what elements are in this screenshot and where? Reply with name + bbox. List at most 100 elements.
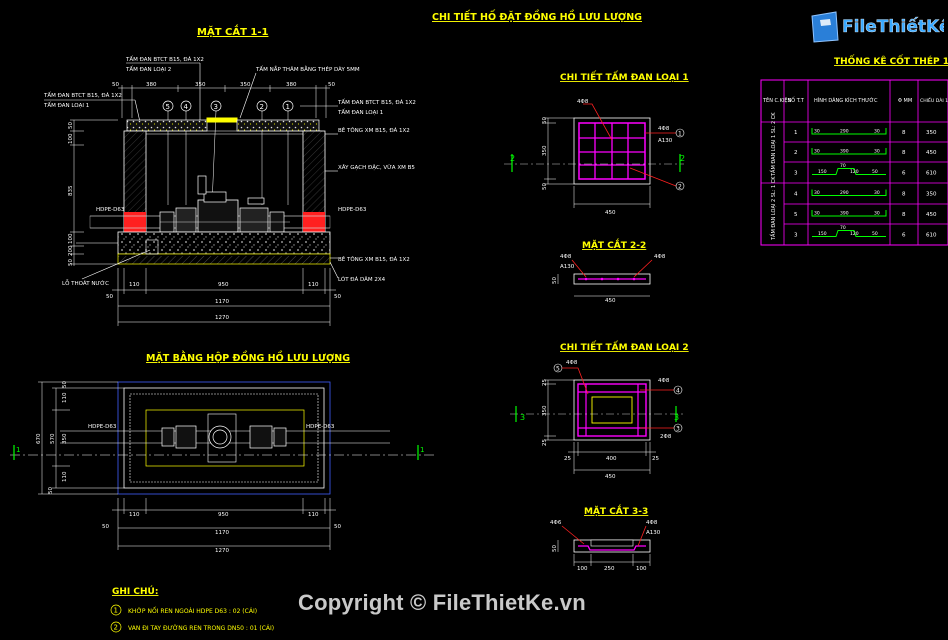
plan-dim-left-2: 110 [62,392,68,403]
row-0-shape-c: 30 [874,129,880,135]
dim-top-2: 350 [195,82,206,88]
th-len: CHIỀU DÀI 1 THANH MM [920,96,948,104]
slab-2-title: CHI TIẾT TẤM ĐAN LOẠI 2 [560,340,689,353]
row-0-no: 1 [794,130,798,136]
row-3-shape-c: 30 [874,190,880,196]
slab-1-detail: CHI TIẾT TẤM ĐAN LOẠI 1 2 2 4Φ8 4Φ8 A130… [504,70,689,216]
plan-cut-mark-left: 1 [16,446,20,454]
plan-dim-left-mid: 570 [50,433,56,444]
slab-1-dim-left-3: 50 [542,183,548,190]
slab-2-dim-left-2: 350 [542,405,548,416]
note-1-text: KHỚP NỐI REN NGOÀI HDPE D63 : 02 (CÁI) [128,607,257,615]
row-1-shape-b: 390 [840,149,849,155]
slab-2-marker-3: 3 [676,426,680,433]
plan-dim-left-3: 350 [62,433,68,444]
plan-dim-left-1: 50 [62,381,68,388]
slab-1-title: CHI TIẾT TẤM ĐAN LOẠI 1 [560,70,689,83]
row-0-shape-line [811,128,887,135]
slab-2-dim-bottom-2: 400 [606,456,617,462]
slab-1-marker-1: 1 [678,131,682,138]
dim-top-left-end: 50 [112,82,119,88]
marker-row: 5 4 3 2 1 [162,100,294,206]
slab-1-cut-left: 2 [510,154,515,163]
row-0-shape-a: 30 [814,129,820,135]
row-2-shape-c: 120 [850,169,859,175]
row-3-shape-a: 30 [814,190,820,196]
s33-dim-bottom-2: 250 [604,566,615,572]
s33-rebar-b2: A130 [646,530,661,536]
label-slab-top-a: TẤM ĐAN BTCT B15, ĐÁ 1X2 [125,55,204,63]
dim-bottom-2: 950 [218,282,229,288]
section-1-1-title: MẶT CẮT 1-1 [197,23,268,38]
section-3-3-title: MẶT CẮT 3-3 [584,504,648,517]
label-lid: TẤM NẮP THĂM BẰNG THÉP DÀY 5MM [255,65,360,73]
plan-dim-bottom-1270: 1270 [215,548,229,554]
row-0-len: 350 [926,130,937,136]
row-5-shape-line [812,230,886,237]
group-1-label: TẤM ĐAN LOẠI 1 SL: 2 CK [769,112,777,177]
dim-left-2: 100 [68,133,74,144]
main-title: CHI TIẾT HỐ ĐẶT ĐỒNG HỒ LƯU LƯỢNG [432,10,642,23]
slab-2-dim-bottom-total: 450 [605,474,616,480]
row-3-no: 4 [794,192,798,198]
row-3-shape-line [811,189,887,196]
slab-2-dim-bottom-3: 25 [652,456,659,462]
slab-2-cut-right: 3 [674,413,679,422]
row-2-shape-b: 70 [840,163,846,169]
rebar-table-title: THỐNG KÊ CỐT THÉP 1 CẤU [834,54,948,67]
label-slab-right-b: TẤM ĐAN LOẠI 1 [337,108,383,116]
plan-meter [161,425,287,449]
dim-bottom-3: 110 [308,282,319,288]
row-1-len: 450 [926,150,937,156]
row-3-shape-b: 290 [840,190,849,196]
rebar-table: THỐNG KÊ CỐT THÉP 1 CẤU TÊN C.KIỆN SỐ T.… [760,54,948,246]
s33-rebar-a: 4Φ6 [550,520,562,526]
dim-left-1: 50 [68,122,74,129]
slab-2-rebar-c: 2Φ8 [660,434,672,440]
s33-dim-left: 50 [552,545,558,552]
th-no: SỐ T.T [788,96,805,104]
th-shape: HÌNH DÁNG KÍCH THƯỚC [814,97,878,104]
row-1-shape-line [811,148,887,155]
row-4-no: 5 [794,212,798,218]
row-4-shape-b: 390 [840,211,849,217]
plan-dim-left-total: 670 [36,433,42,444]
group-2-label: TẤM ĐAN LOẠI 2 SL: 1 CK [769,176,777,241]
s33-dim-bottom-1: 100 [577,566,588,572]
section-2-2-title: MẶT CẮT 2-2 [582,238,646,251]
row-5-shape-b: 70 [840,225,846,231]
label-drain: LỖ THOÁT NƯỚC [62,279,109,287]
row-2-shape-d: 50 [872,169,878,175]
s33-rebar-b: 4Φ8 [646,520,658,526]
slab-2-dim-bottom-1: 25 [564,456,571,462]
section-1-1: MẶT CẮT 1-1 TẤM ĐAN BTCT B15, ĐÁ 1X2 TẤM… [43,23,416,326]
label-slab-left-a: TẤM ĐAN BTCT B15, ĐÁ 1X2 [43,91,122,99]
plan-dim-left-5: 50 [48,487,54,494]
th-dia: Φ MM [898,98,912,104]
plan-dim-bottom-1170: 1170 [215,530,229,536]
plan-hope-left: HDPE-D63 [88,424,117,430]
slab-1-dim-left-2: 350 [542,145,548,156]
row-2-shape-a: 150 [818,169,827,175]
plan-hope-right: HDPE-D63 [306,424,335,430]
plan-dim-bottom-end-left: 50 [102,524,109,530]
row-1-shape-a: 30 [814,149,820,155]
plan-dim-bottom-end-right: 50 [334,524,341,530]
th-name: TÊN C.KIỆN [762,96,792,104]
row-5-shape-d: 50 [872,231,878,237]
copyright-watermark: Copyright © FileThietKe.vn [298,590,586,615]
plan-dim-bottom-1: 110 [129,512,140,518]
site-logo[interactable]: FileThiếtKế.vn [808,8,948,44]
row-5-dia: 6 [902,233,906,239]
label-slab-left-b: TẤM ĐAN LOẠI 1 [43,101,89,109]
dim-left-4: 100 [68,233,74,244]
row-0-shape-b: 290 [840,129,849,135]
note-2-num: 2 [114,624,118,632]
row-4-shape-line [811,210,887,217]
row-5-len: 610 [926,233,937,239]
slab-2-marker-5: 5 [556,366,560,373]
plan-title: MẶT BẰNG HỘP ĐỒNG HỒ LƯU LƯỢNG [146,351,350,364]
row-2-no: 3 [794,171,798,177]
row-4-shape-c: 30 [874,211,880,217]
